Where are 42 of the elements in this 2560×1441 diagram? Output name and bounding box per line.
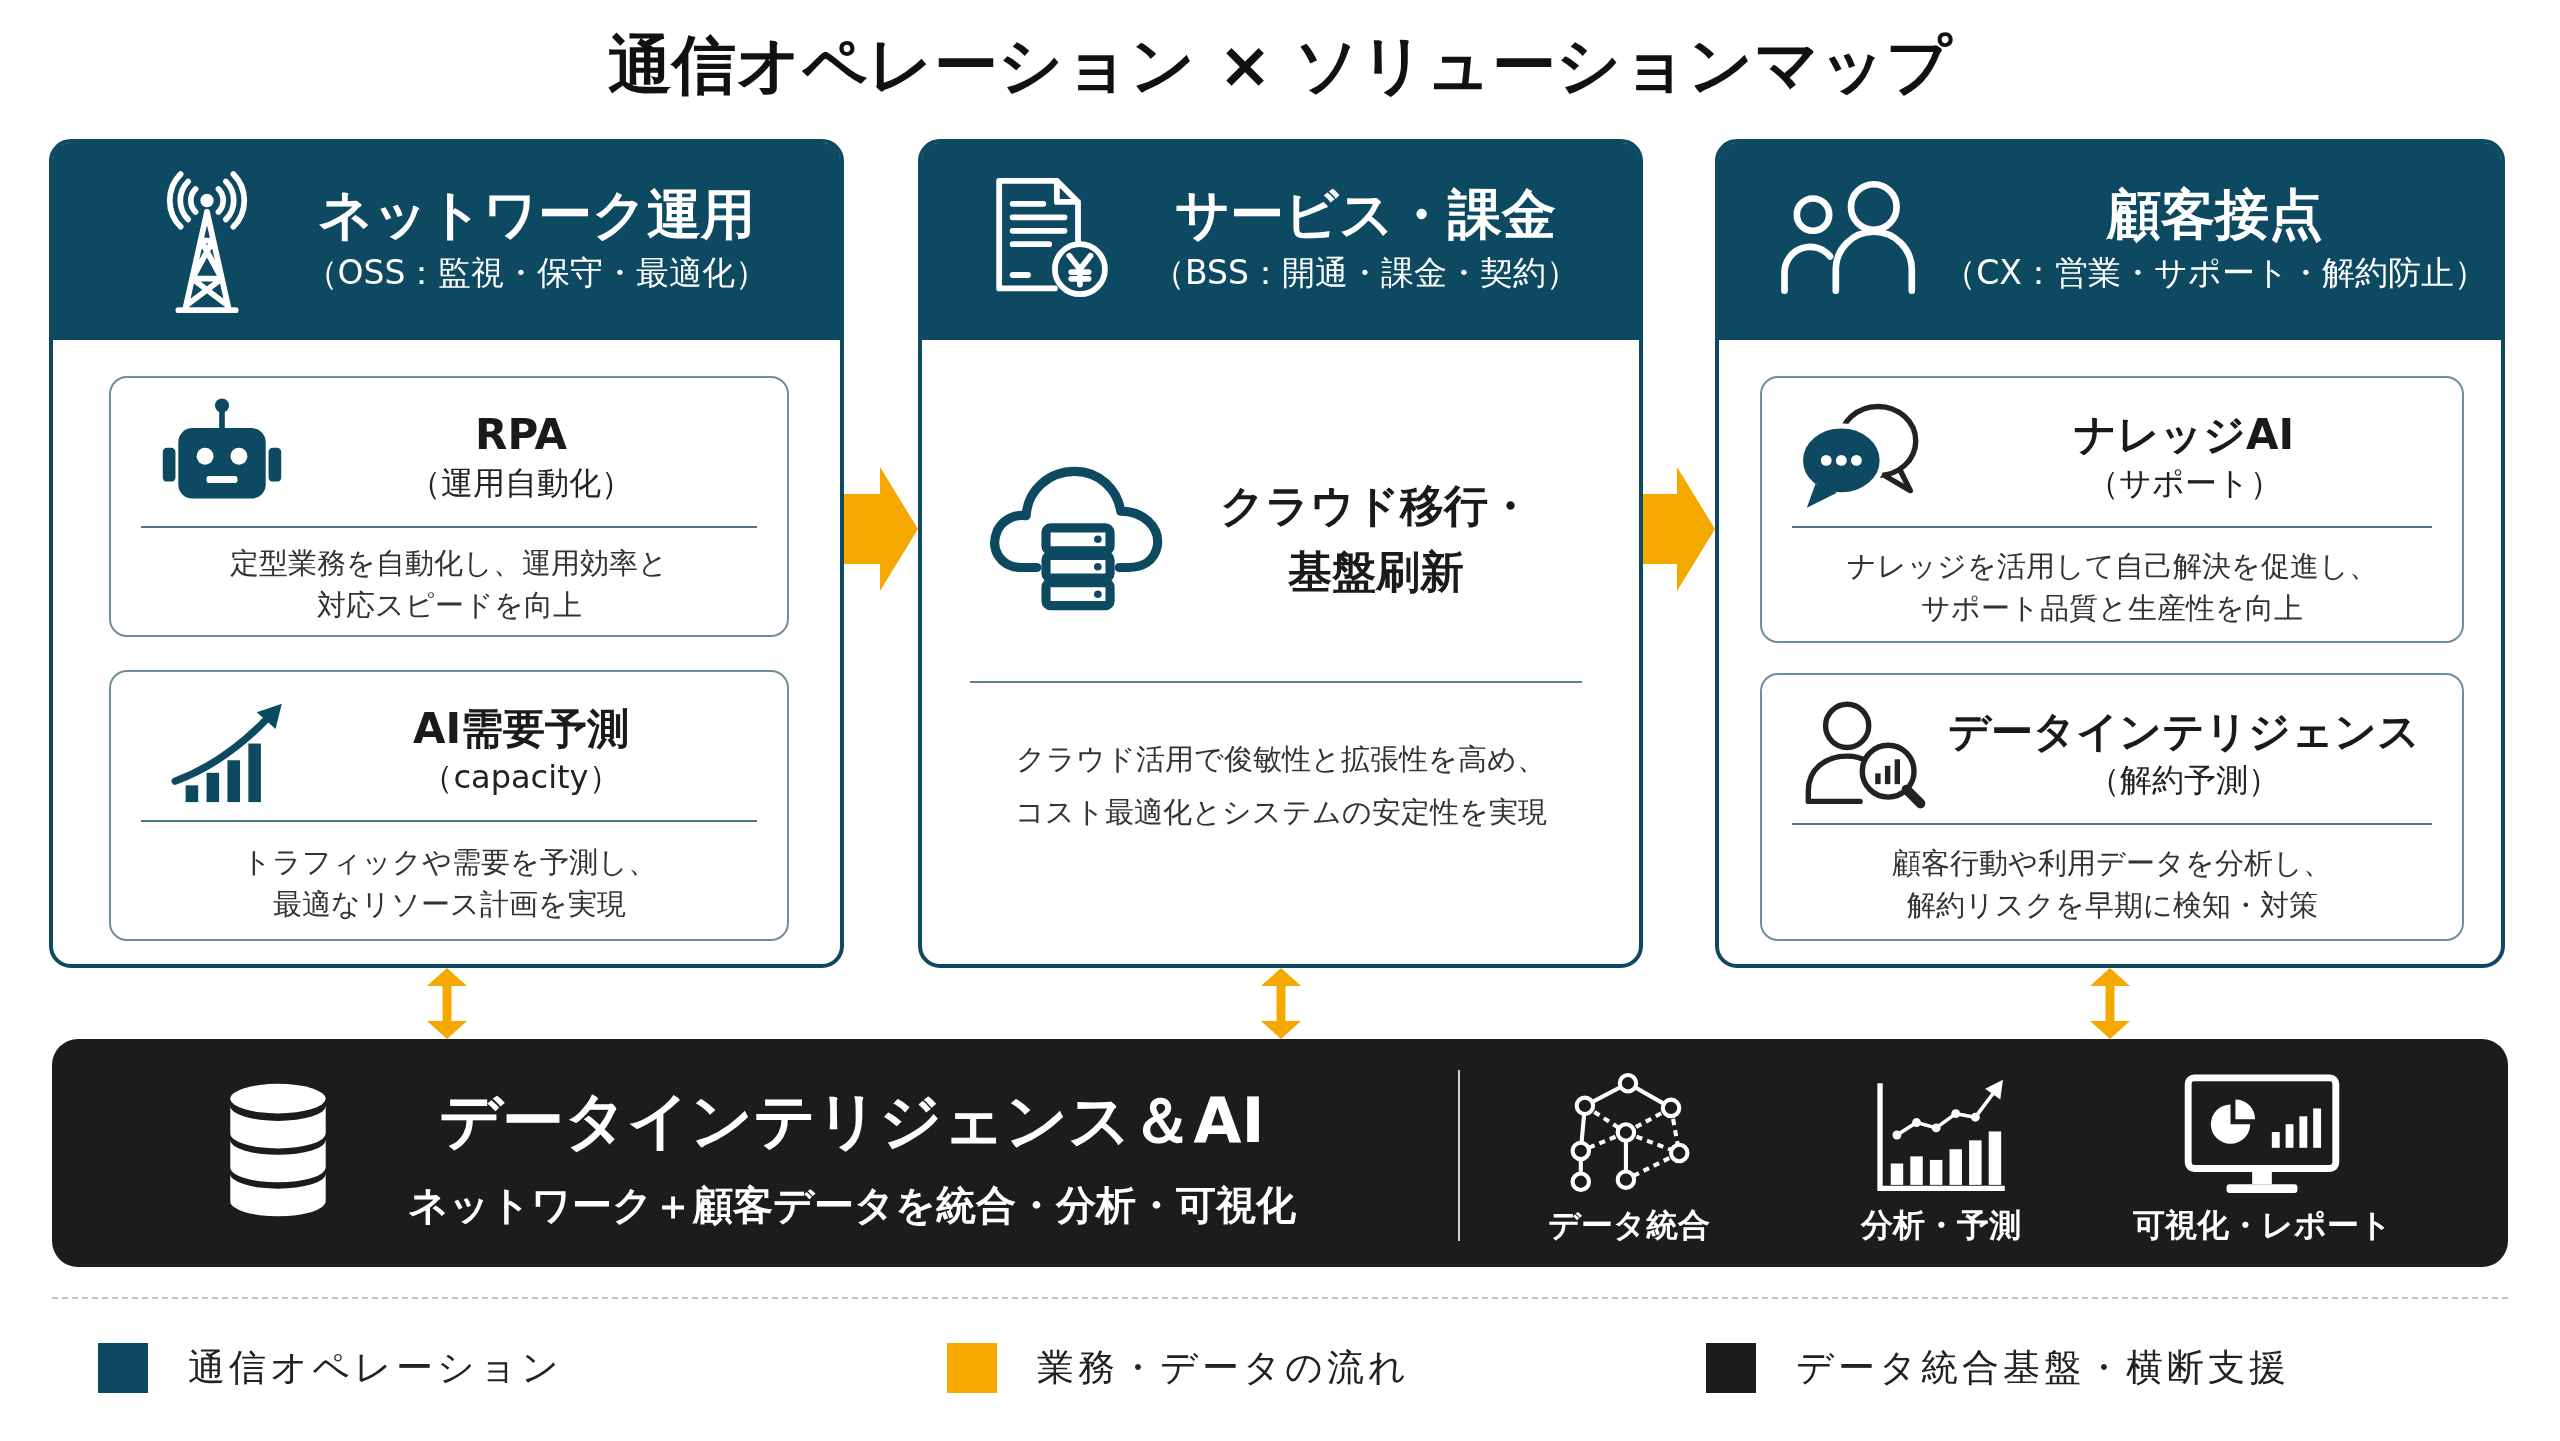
solution-panel [109, 670, 789, 941]
solution-panel [1760, 673, 2464, 941]
legend-label: 通信オペレーション [188, 1345, 563, 1391]
platform-subtitle: ネットワーク＋顧客データを統合・分析・可視化 [408, 1181, 1296, 1230]
solution-subtitle: （解約予測） [2088, 760, 2280, 801]
solution-title: クラウド移行・基盤刷新 [1218, 479, 1533, 599]
legend-label: データ統合基盤・横断支援 [1796, 1345, 2290, 1391]
feature-label: 分析・予測 [1861, 1205, 2021, 1246]
double-arrow [1261, 968, 1301, 1039]
category-subtitle: （CX：営業・サポート・解約防止） [1943, 252, 2487, 294]
category-title: 顧客接点 [2107, 182, 2323, 248]
solution-description: 定型業務を自動化し、運用効率と対応スピードを向上 [229, 544, 669, 624]
solution-title: データインテリジェンス [1948, 706, 2420, 758]
solution-title: RPA [475, 409, 567, 461]
solution-description: クラウド活用で俊敏性と拡張性を高め、コスト最適化とシステムの安定性を実現 [1014, 741, 1547, 831]
solution-description: トラフィックや需要を予測し、最適なリソース計画を実現 [240, 843, 658, 923]
solution-subtitle: （サポート） [2086, 463, 2282, 504]
solution-title: ナレッジAI [2073, 409, 2295, 461]
category-title: サービス・課金 [1175, 182, 1556, 248]
category-subtitle: （BSS：開通・課金・契約） [1152, 252, 1579, 294]
solution-title: AI需要予測 [412, 703, 630, 755]
block-arrow [844, 467, 918, 591]
legend-label: 業務・データの流れ [1037, 1345, 1410, 1391]
platform-title: データインテリジェンス＆AI [439, 1083, 1265, 1159]
feature-label: 可視化・レポート [2132, 1205, 2392, 1246]
category-panel [49, 139, 844, 968]
double-arrow [2090, 968, 2130, 1039]
category-subtitle: （OSS：監視・保守・最適化） [304, 252, 769, 294]
category-title: ネットワーク運用 [318, 182, 755, 248]
feature-label: データ統合 [1548, 1205, 1710, 1246]
solution-description: ナレッジを活用して自己解決を促進し、サポート品質と生産性を向上 [1845, 547, 2379, 627]
platform-bar [52, 1039, 2508, 1267]
solution-subtitle: （運用自動化） [409, 463, 633, 504]
solution-description: 顧客行動や利用データを分析し、解約リスクを早期に検知・対策 [1891, 845, 2333, 924]
block-arrow [1643, 467, 1715, 591]
solution-panel [1760, 376, 2464, 643]
solution-panel [109, 376, 789, 637]
double-arrow [427, 968, 467, 1039]
solution-subtitle: （capacity） [421, 757, 621, 798]
category-panel [1715, 139, 2505, 968]
category-panel [918, 139, 1643, 968]
diagram-title: 通信オペレーション × ソリューションマップ [607, 27, 1953, 104]
